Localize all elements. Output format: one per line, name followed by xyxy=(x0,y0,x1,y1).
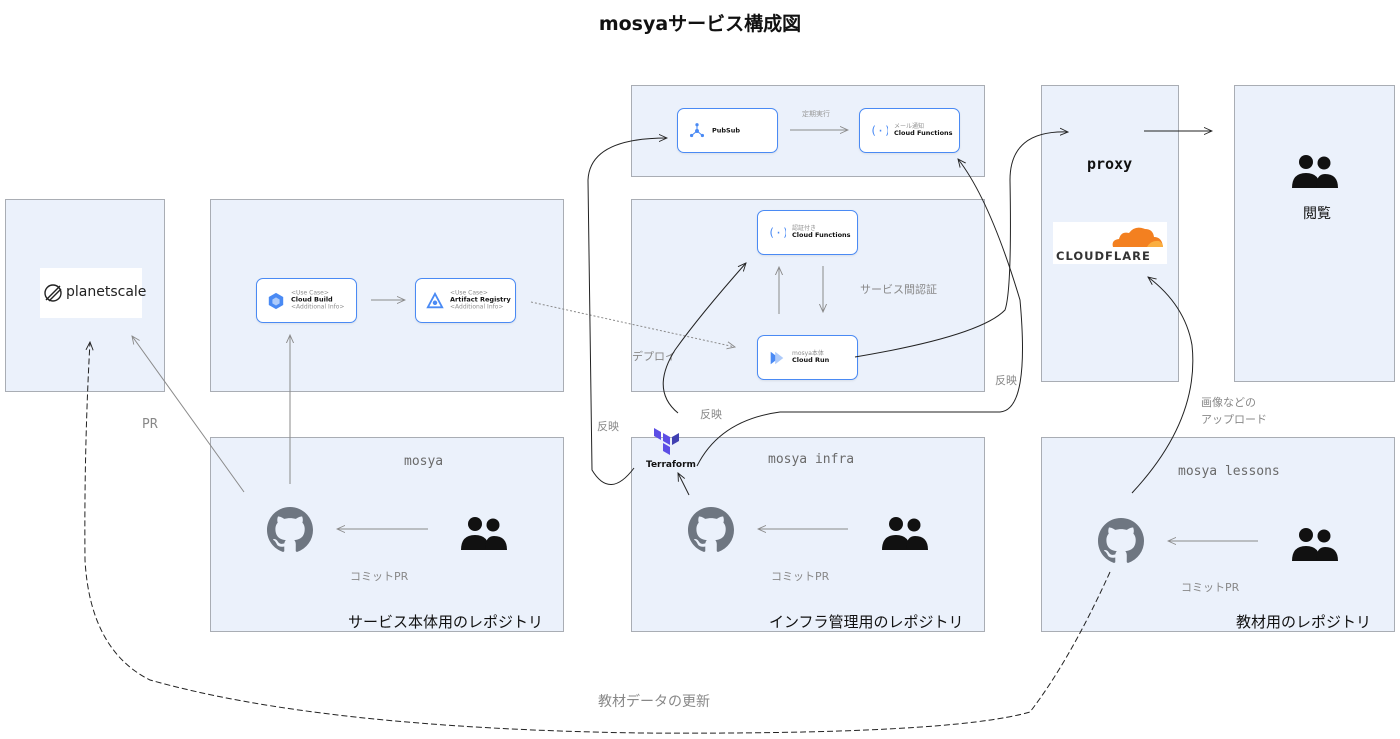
artifact-registry-usecase: <Use Case> xyxy=(450,288,488,296)
repo-lessons-caption: 教材用のレポジトリ xyxy=(1236,613,1372,631)
pubsub-card[interactable]: PubSub xyxy=(677,108,778,153)
cloud-run-name: Cloud Run xyxy=(792,356,830,365)
cloudflare-cloud-icon xyxy=(1112,227,1163,247)
repo-infra-name: mosya infra xyxy=(768,452,855,467)
arrow-run-to-proxy xyxy=(854,132,1068,358)
cloud-functions-icon: (·) xyxy=(870,123,888,137)
cloud-functions-icon: (·) xyxy=(768,225,786,239)
mail-functions-name: Cloud Functions xyxy=(894,129,953,138)
svg-text:(·): (·) xyxy=(870,123,888,137)
cloud-build-info: <Additional Info> xyxy=(291,303,345,311)
cloud-run-icon xyxy=(770,351,784,364)
reflect-label-right: 反映 xyxy=(995,374,1017,387)
github-icon xyxy=(688,507,734,552)
mail-functions-card[interactable]: (·) メール通知 Cloud Functions xyxy=(859,108,960,153)
arrow-lessons-to-planetscale xyxy=(84,342,1111,734)
reflect-label-left: 反映 xyxy=(597,420,619,433)
github-icon xyxy=(1098,518,1144,563)
arrow-terraform-to-mail xyxy=(696,159,1023,467)
arrow-registry-to-run xyxy=(530,301,735,347)
cloud-build-card[interactable]: <Use Case> Cloud Build <Additional Info> xyxy=(256,278,357,323)
pubsub-icon xyxy=(689,122,705,137)
users-icon xyxy=(1292,528,1338,561)
cloud-build-usecase: <Use Case> xyxy=(291,288,329,296)
repo-infra-caption: インフラ管理用のレポジトリ xyxy=(769,613,964,631)
viewer-label: 閲覧 xyxy=(1303,206,1331,222)
cloud-build-name: Cloud Build xyxy=(291,295,333,304)
pr-label: PR xyxy=(142,417,158,432)
users-icon xyxy=(1292,155,1338,188)
arrow-infra-to-terraform xyxy=(678,473,690,496)
planetscale-logo: planetscale xyxy=(40,268,146,318)
terraform-icon xyxy=(654,428,679,455)
commit-pr-label: コミットPR xyxy=(1181,581,1240,594)
upload-label-line1: 画像などの xyxy=(1201,396,1256,409)
proxy-label: proxy xyxy=(1087,155,1133,173)
cloud-build-icon xyxy=(268,292,284,309)
repo-main-caption: サービス本体用のレポジトリ xyxy=(348,613,544,631)
commit-pr-label: コミットPR xyxy=(771,570,830,583)
service-auth-label: サービス間認証 xyxy=(860,283,937,296)
auth-functions-usecase: 認証付き xyxy=(792,224,817,232)
cloud-run-card[interactable]: mosya本体 Cloud Run xyxy=(757,335,858,380)
pubsub-name: PubSub xyxy=(712,125,741,134)
schedule-label: 定期実行 xyxy=(802,110,830,118)
cloudflare-text: CLOUDFLARE xyxy=(1056,249,1151,263)
auth-functions-name: Cloud Functions xyxy=(792,231,851,240)
auth-functions-card[interactable]: (·) 認証付き Cloud Functions xyxy=(757,210,858,255)
github-icon xyxy=(267,507,313,552)
artifact-registry-card[interactable]: <Use Case> Artifact Registry <Additional… xyxy=(415,278,516,323)
page-title: mosyaサービス構成図 xyxy=(598,13,802,35)
artifact-registry-info: <Additional Info> xyxy=(450,303,504,311)
planetscale-icon xyxy=(44,284,62,302)
upload-label-line2: アップロード xyxy=(1201,413,1267,426)
users-icon xyxy=(461,517,507,550)
arrow-terraform-to-functions xyxy=(662,263,746,414)
arrow-terraform-to-pubsub xyxy=(587,138,667,485)
planetscale-text: planetscale xyxy=(66,284,147,300)
deploy-label: デプロイ xyxy=(632,350,676,363)
cloudflare-logo: CLOUDFLARE xyxy=(1053,222,1167,264)
update-data-label: 教材データの更新 xyxy=(598,694,710,710)
artifact-registry-icon xyxy=(426,291,444,308)
svg-text:(·): (·) xyxy=(768,225,786,239)
repo-main-name: mosya xyxy=(404,454,444,469)
commit-pr-label: コミットPR xyxy=(350,570,409,583)
users-icon xyxy=(882,517,928,550)
viewer-panel xyxy=(1234,85,1395,382)
reflect-label-mid: 反映 xyxy=(700,408,722,421)
mail-functions-usecase: メール通知 xyxy=(894,122,925,130)
repo-lessons-name: mosya lessons xyxy=(1178,464,1280,479)
arrow-lessons-to-cloudflare xyxy=(1131,277,1194,494)
arrow-repo-to-planetscale xyxy=(132,336,245,493)
terraform-label: Terraform xyxy=(646,460,696,470)
artifact-registry-name: Artifact Registry xyxy=(450,295,511,304)
cloud-run-usecase: mosya本体 xyxy=(792,349,824,357)
